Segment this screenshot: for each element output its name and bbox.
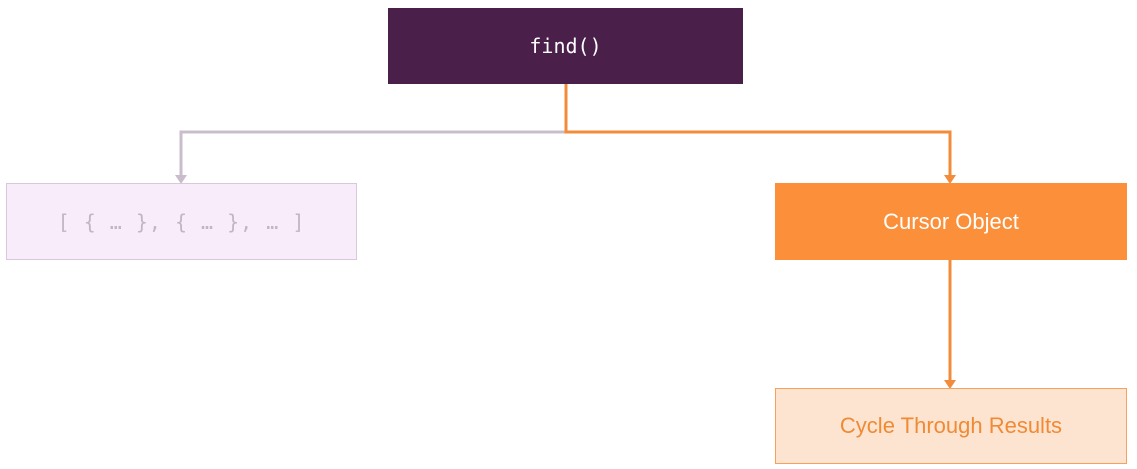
connector-to-cursor	[564, 84, 952, 176]
cursor-object-label: Cursor Object	[883, 208, 1019, 234]
cursor-object-node: Cursor Object	[775, 183, 1127, 260]
cycle-results-label: Cycle Through Results	[839, 413, 1063, 438]
find-node: find()	[388, 8, 743, 84]
arrowhead-array	[175, 175, 187, 184]
array-result-node: [ { … }, { … }, … ]	[6, 183, 357, 260]
cycle-results-node: Cycle Through Results	[775, 388, 1127, 464]
find-label: find()	[529, 34, 602, 58]
arrowhead-cursor	[944, 175, 956, 184]
connector-to-array	[179, 130, 566, 176]
arrowhead-cycle	[944, 380, 956, 389]
array-result-label: [ { … }, { … }, … ]	[57, 209, 306, 234]
